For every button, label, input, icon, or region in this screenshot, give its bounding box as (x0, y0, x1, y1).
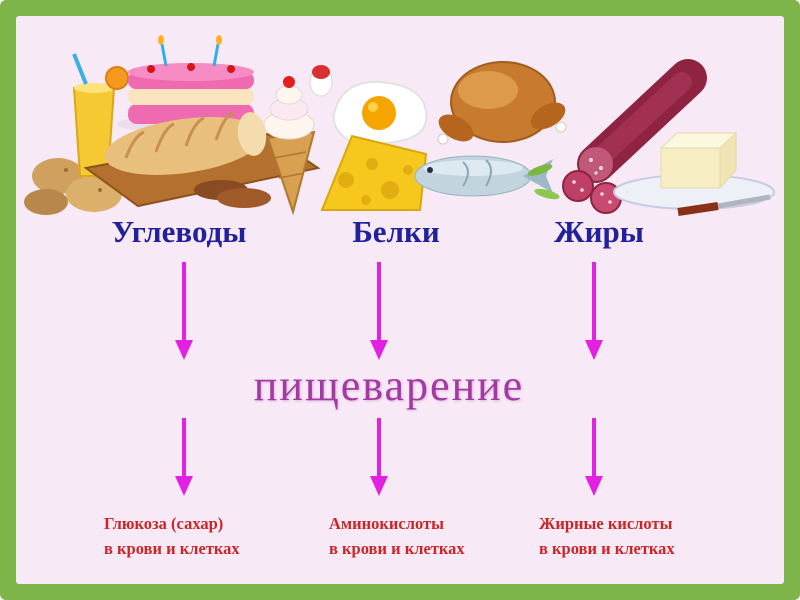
result-fats-product: Жирные кислоты (539, 514, 673, 533)
result-proteins-location: в крови и клетках (329, 538, 465, 558)
result-proteins-product: Аминокислоты (329, 514, 445, 533)
result-proteins: Аминокислоты в крови и клетках (329, 512, 465, 562)
lemonade-glass-icon (72, 53, 129, 177)
fried-egg-icon (332, 80, 428, 146)
rye-bread-slices-icon (194, 180, 271, 208)
result-fats-location: в крови и клетках (539, 538, 675, 558)
bread-cutting-board-icon (83, 110, 321, 208)
arrow-proteins-to-digestion (370, 262, 388, 360)
cheese-icon (320, 134, 428, 211)
result-carbohydrates-location: в крови и клетках (104, 538, 240, 558)
fish-icon (414, 155, 553, 197)
heading-proteins: Белки (352, 214, 440, 249)
herb-garnish-icon (527, 164, 560, 200)
arrow-digestion-to-aminoacids (370, 418, 388, 496)
arrow-digestion-to-glucose (175, 418, 193, 496)
ice-cream-cone-icon (263, 76, 316, 216)
egg-icon (309, 65, 333, 97)
digestion-label: пищеварение (253, 361, 525, 410)
roast-turkey-icon (437, 61, 567, 145)
result-fats: Жирные кислоты в крови и клетках (539, 512, 675, 562)
result-carbohydrates: Глюкоза (сахар) в крови и клетках (104, 512, 240, 562)
heading-carbohydrates: Углеводы (111, 214, 247, 249)
nutrition-slide: Углеводы Белки Жиры пищеварение (16, 16, 784, 584)
arrow-digestion-to-fattyacids (585, 418, 603, 496)
heading-fats: Жиры (554, 214, 644, 249)
result-carbohydrates-product: Глюкоза (сахар) (104, 514, 224, 533)
arrow-carbohydrates-to-digestion (175, 262, 193, 360)
arrow-fats-to-digestion (585, 262, 603, 360)
salami-icon (577, 59, 707, 183)
knife-icon (677, 194, 771, 216)
food-illustration-strip (24, 35, 775, 216)
